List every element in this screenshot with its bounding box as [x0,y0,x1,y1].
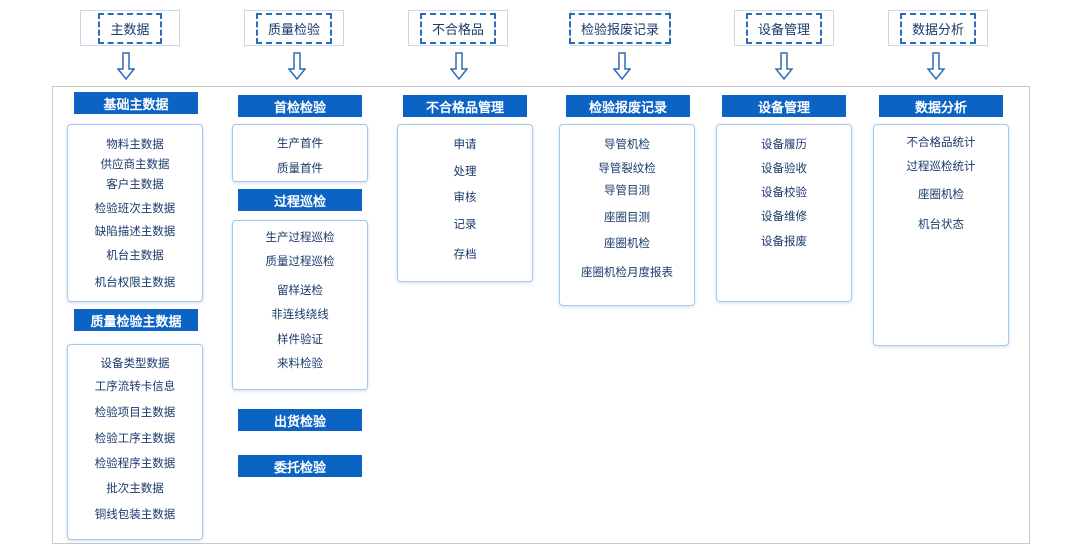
list-item: 铜线包装主数据 [94,507,176,521]
list-item: 座圈机检 [604,236,650,250]
header-process-inspection: 过程巡检 [238,189,362,211]
down-arrow-icon [775,52,793,80]
list-item: 供应商主数据 [100,157,170,171]
down-arrow-icon [288,52,306,80]
list-item: 检验班次主数据 [94,201,176,215]
top-label-text: 不合格品 [419,12,496,44]
header-first-inspection: 首检检验 [238,95,362,117]
list-item: 导管裂纹检 [598,161,656,175]
list-item: 生产首件 [277,136,323,150]
box-first-inspection: 生产首件 质量首件 [232,124,368,182]
list-item: 座圈目测 [604,210,650,224]
box-data-analysis: 不合格品统计 过程巡检统计 座圈机检 机台状态 [873,124,1009,346]
list-item: 生产过程巡检 [265,230,335,244]
list-item: 设备维修 [761,209,807,223]
list-item: 来料检验 [277,356,323,370]
top-label-analysis: 数据分析 [888,10,988,46]
list-item: 申请 [453,137,477,151]
top-label-text: 检验报废记录 [569,12,672,44]
list-item: 审核 [453,190,477,204]
header-scrap-records: 检验报废记录 [566,95,690,117]
list-item: 非连线绕线 [271,307,329,321]
box-quality-master-data: 设备类型数据 工序流转卡信息 检验项目主数据 检验工序主数据 检验程序主数据 批… [67,344,203,540]
list-item: 处理 [453,164,477,178]
top-label-text: 主数据 [98,12,162,44]
box-basic-master-data: 物料主数据 供应商主数据 客户主数据 检验班次主数据 缺陷描述主数据 机台主数据… [67,124,203,302]
header-outgoing-inspection: 出货检验 [238,409,362,431]
list-item: 不合格品统计 [906,135,976,149]
down-arrow-icon [117,52,135,80]
list-item: 设备报废 [761,234,807,248]
top-label-text: 质量检验 [255,12,332,44]
top-label-text: 设备管理 [745,12,822,44]
list-item: 缺陷描述主数据 [94,224,176,238]
header-quality-master-data: 质量检验主数据 [74,309,198,331]
list-item: 检验工序主数据 [94,431,176,445]
box-equipment: 设备履历 设备验收 设备校验 设备维修 设备报废 [716,124,852,302]
header-nonconforming-management: 不合格品管理 [403,95,527,117]
list-item: 留样送检 [277,283,323,297]
list-item: 机台权限主数据 [94,275,176,289]
list-item: 样件验证 [277,332,323,346]
list-item: 存档 [453,247,477,261]
list-item: 座圈机检 [918,187,964,201]
down-arrow-icon [927,52,945,80]
list-item: 记录 [453,217,477,231]
box-nonconforming: 申请 处理 审核 记录 存档 [397,124,533,282]
list-item: 工序流转卡信息 [94,379,176,393]
top-label-quality: 质量检验 [244,10,344,46]
list-item: 过程巡检统计 [906,159,976,173]
list-item: 检验程序主数据 [94,456,176,470]
list-item: 导管机检 [604,137,650,151]
list-item: 导管目测 [604,183,650,197]
list-item: 设备履历 [761,137,807,151]
header-basic-master-data: 基础主数据 [74,92,198,114]
list-item: 质量过程巡检 [265,254,335,268]
box-process-inspection: 生产过程巡检 质量过程巡检 留样送检 非连线绕线 样件验证 来料检验 [232,220,368,390]
header-equipment-management: 设备管理 [722,95,846,117]
list-item: 设备校验 [761,185,807,199]
top-label-master: 主数据 [80,10,180,46]
list-item: 批次主数据 [106,481,164,495]
top-label-nonconforming: 不合格品 [408,10,508,46]
list-item: 座圈机检月度报表 [581,265,673,279]
header-data-analysis: 数据分析 [879,95,1003,117]
down-arrow-icon [613,52,631,80]
list-item: 机台主数据 [106,248,164,262]
header-entrusted-inspection: 委托检验 [238,455,362,477]
list-item: 设备验收 [761,161,807,175]
list-item: 物料主数据 [106,137,164,151]
list-item: 质量首件 [277,161,323,175]
box-scrap-records: 导管机检 导管裂纹检 导管目测 座圈目测 座圈机检 座圈机检月度报表 [559,124,695,306]
list-item: 设备类型数据 [100,356,170,370]
top-label-scrap: 检验报废记录 [569,10,672,46]
list-item: 机台状态 [918,217,964,231]
list-item: 客户主数据 [106,177,164,191]
list-item: 检验项目主数据 [94,405,176,419]
down-arrow-icon [450,52,468,80]
diagram-frame [52,86,1030,544]
top-label-equipment: 设备管理 [734,10,834,46]
top-label-text: 数据分析 [899,12,976,44]
